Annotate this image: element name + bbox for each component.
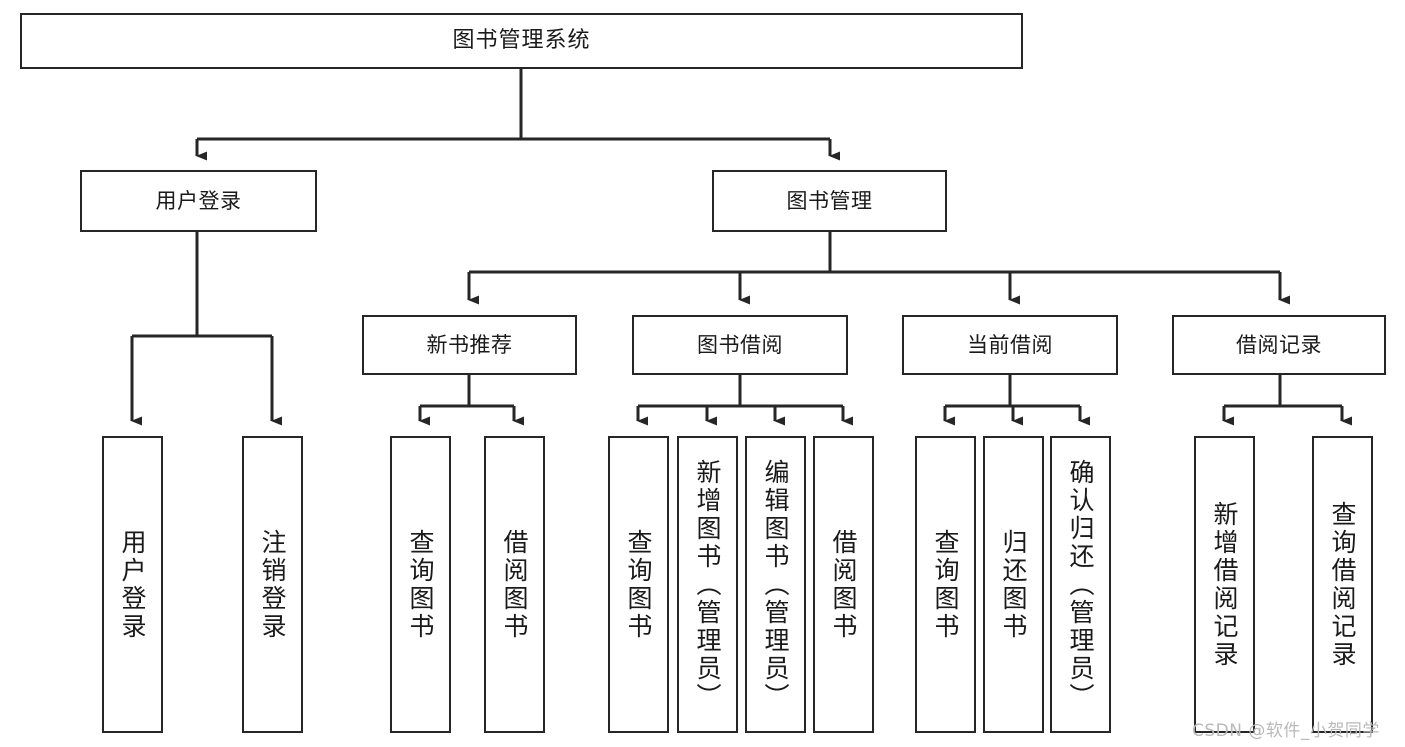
node-leaf-add-book-label: 新增图书（管理员） bbox=[693, 458, 722, 711]
node-leaf-user-login[interactable]: 用户登录 bbox=[102, 436, 163, 733]
node-leaf-query-record-label: 查询借阅记录 bbox=[1328, 500, 1357, 669]
node-leaf-query-book-3[interactable]: 查询图书 bbox=[915, 436, 976, 733]
node-book-manage[interactable]: 图书管理 bbox=[712, 170, 947, 232]
node-borrow-record[interactable]: 借阅记录 bbox=[1172, 315, 1386, 375]
node-book-manage-label: 图书管理 bbox=[786, 188, 873, 213]
node-leaf-return-book[interactable]: 归还图书 bbox=[983, 436, 1044, 733]
node-book-borrow-label: 图书借阅 bbox=[697, 332, 783, 357]
node-leaf-user-logout-label: 注销登录 bbox=[258, 528, 287, 641]
node-leaf-query-book-2-label: 查询图书 bbox=[624, 528, 653, 641]
csdn-watermark: CSDN @软件_小贺同学 bbox=[1192, 721, 1380, 741]
node-user-login-label: 用户登录 bbox=[155, 188, 242, 213]
node-leaf-confirm-return[interactable]: 确认归还（管理员） bbox=[1050, 436, 1111, 733]
node-new-book-rec[interactable]: 新书推荐 bbox=[362, 315, 577, 375]
node-current-borrow[interactable]: 当前借阅 bbox=[902, 315, 1118, 375]
node-leaf-query-book-3-label: 查询图书 bbox=[931, 528, 960, 641]
node-leaf-user-login-label: 用户登录 bbox=[118, 528, 147, 641]
node-leaf-query-record[interactable]: 查询借阅记录 bbox=[1312, 436, 1373, 733]
node-new-book-rec-label: 新书推荐 bbox=[426, 332, 513, 357]
node-leaf-query-book-1-label: 查询图书 bbox=[406, 528, 435, 641]
node-leaf-add-record[interactable]: 新增借阅记录 bbox=[1194, 436, 1255, 733]
node-leaf-borrow-book-1[interactable]: 借阅图书 bbox=[484, 436, 545, 733]
node-leaf-user-logout[interactable]: 注销登录 bbox=[242, 436, 303, 733]
node-leaf-borrow-book-1-label: 借阅图书 bbox=[500, 528, 529, 641]
node-leaf-edit-book[interactable]: 编辑图书（管理员） bbox=[745, 436, 806, 733]
node-leaf-query-book-1[interactable]: 查询图书 bbox=[390, 436, 451, 733]
node-leaf-add-record-label: 新增借阅记录 bbox=[1210, 500, 1239, 669]
node-user-login[interactable]: 用户登录 bbox=[80, 170, 317, 232]
node-current-borrow-label: 当前借阅 bbox=[967, 332, 1053, 357]
node-leaf-add-book[interactable]: 新增图书（管理员） bbox=[677, 436, 738, 733]
node-borrow-record-label: 借阅记录 bbox=[1236, 332, 1322, 357]
node-root[interactable]: 图书管理系统 bbox=[20, 13, 1023, 69]
node-book-borrow[interactable]: 图书借阅 bbox=[632, 315, 848, 375]
node-leaf-borrow-book-2-label: 借阅图书 bbox=[829, 528, 858, 641]
node-leaf-query-book-2[interactable]: 查询图书 bbox=[608, 436, 669, 733]
node-leaf-edit-book-label: 编辑图书（管理员） bbox=[761, 458, 790, 711]
node-leaf-confirm-return-label: 确认归还（管理员） bbox=[1066, 458, 1095, 711]
node-root-label: 图书管理系统 bbox=[452, 28, 591, 54]
node-leaf-borrow-book-2[interactable]: 借阅图书 bbox=[813, 436, 874, 733]
node-leaf-return-book-label: 归还图书 bbox=[999, 528, 1028, 641]
